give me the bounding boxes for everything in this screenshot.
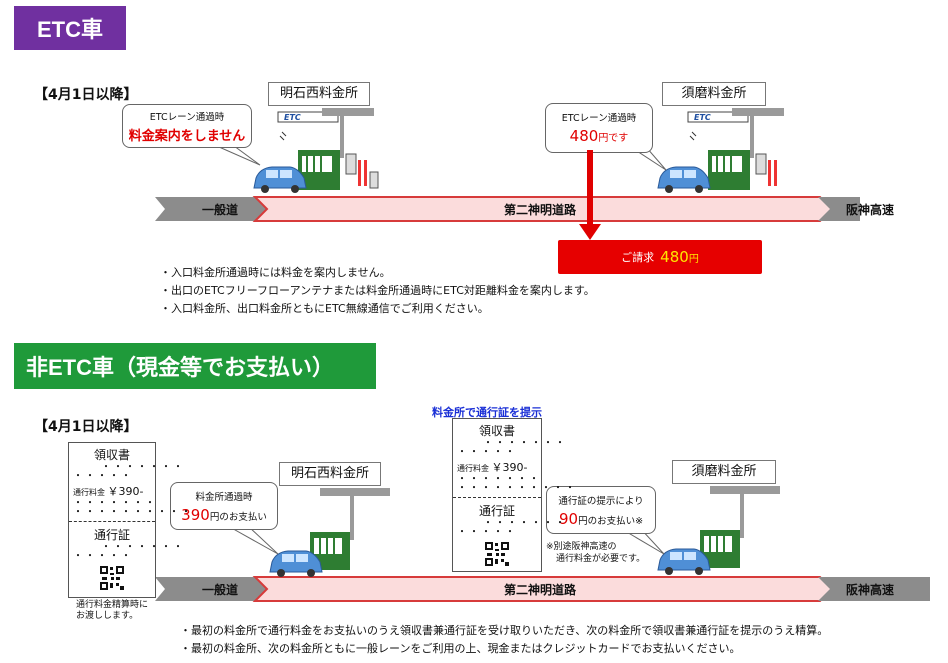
ticket-left-dots-4: ・・・・・・・・・・ xyxy=(73,507,193,518)
etc-plaza-left: 明石西料金所 xyxy=(268,82,370,106)
etc-bubble-right-line1: ETCレーン通過時 xyxy=(561,113,637,124)
etc-tollbooth-right-icon: ETC xyxy=(687,108,784,190)
non-etc-note-2: ・最初の料金所、次の料金所ともに一般レーンをご利用の上、現金またはクレジットカー… xyxy=(180,642,741,655)
ticket-left-fee: 通行料金 ￥390‐ xyxy=(69,483,155,499)
ticket-left-dots-5: ・・・・・・・ xyxy=(101,542,185,553)
etc-bubble-right-amount: 480 xyxy=(569,127,599,145)
ticket-center-dots-6: ・・・・・ xyxy=(457,527,517,538)
ticket-center-dots-5: ・・・・・・・ xyxy=(483,518,567,529)
ticket-center-dots-4: ・・・・・・・・・・ xyxy=(457,483,577,494)
ticket-center-fee: 通行料金 ￥390‐ xyxy=(453,459,541,475)
non-etc-bubble-left-suffix: 円のお支払い xyxy=(209,512,267,523)
billing-unit: 円 xyxy=(688,253,699,265)
etc-notes: ・入口料金所通過時には料金を案内しません。 ・出口のETCフリーフローアンテナま… xyxy=(160,264,595,318)
ticket-center-dots-3: ・・・・・・・ xyxy=(457,474,541,485)
etc-bubble-left-line1: ETCレーン通過時 xyxy=(149,112,225,123)
present-pass-label: 料金所で通行証を提示 xyxy=(432,406,542,419)
etc-road-middle-label: 第二神明道路 xyxy=(503,203,576,217)
non-etc-plaza-right: 須磨料金所 xyxy=(672,460,776,484)
non-etc-road-right-label: 阪神高速 xyxy=(845,583,894,597)
non-etc-note-1: ・最初の料金所で通行料金をお支払いのうえ領収書兼通行証を受け取りいただき、次の料… xyxy=(180,624,829,637)
ticket-left-receipt-title: 領収書 xyxy=(93,448,130,462)
non-etc-road-middle-label: 第二神明道路 xyxy=(503,583,576,597)
etc-section-header: ETC車 xyxy=(14,6,126,50)
ticket-left-fee-label: 通行料金 xyxy=(73,488,105,497)
ticket-center-fee-value: ￥390‐ xyxy=(491,461,528,474)
ticket-left-qr-icon xyxy=(99,565,125,591)
etc-sign-right: ETC xyxy=(694,113,711,122)
ticket-center-receipt-title: 領収書 xyxy=(478,424,515,438)
ticket-left-pass-title: 通行証 xyxy=(93,528,130,542)
etc-note-1: ・入口料金所通過時には料金を案内しません。 xyxy=(160,266,391,279)
non-etc-bubble-right: 通行証の提示により 90円のお支払い※ xyxy=(546,486,656,534)
non-etc-tollbooth-left-icon xyxy=(310,488,390,570)
non-etc-date-label: 【4月1日以降】 xyxy=(34,419,138,435)
ticket-left-dots-1: ・・・・・・・ xyxy=(101,462,185,473)
ticket-caption-line2: お渡しします。 xyxy=(76,611,139,621)
etc-bubble-right: ETCレーン通過時 480円です xyxy=(545,103,653,153)
non-etc-car-left-icon xyxy=(269,550,323,577)
etc-car-left-icon xyxy=(253,166,307,193)
etc-bubble-left: ETCレーン通過時 料金案内をしません xyxy=(122,104,252,148)
etc-car-right-icon xyxy=(657,166,711,193)
ticket-center: 領収書 ・・・・・・・ ・・・・・ 通行料金 ￥390‐ ・・・・・・・ ・・・… xyxy=(452,418,577,572)
ticket-left-dots-6: ・・・・・ xyxy=(73,551,133,562)
non-etc-bubble-right-line1: 通行証の提示により xyxy=(558,496,644,507)
non-etc-bubble-right-suffix: 円のお支払い※ xyxy=(578,516,644,527)
etc-road-left-label: 一般道 xyxy=(201,203,238,217)
billing-prefix: ご請求 xyxy=(621,251,655,264)
ticket-center-pass-title: 通行証 xyxy=(478,504,515,518)
non-etc-section-header: 非ETC車（現金等でお支払い） xyxy=(14,343,376,389)
etc-date-label: 【4月1日以降】 xyxy=(34,87,138,103)
etc-bubble-right-suffix: 円です xyxy=(598,133,629,144)
etc-sign-left: ETC xyxy=(284,113,301,122)
billing-amount: 480 xyxy=(660,248,689,266)
non-etc-notes: ・最初の料金所で通行料金をお支払いのうえ領収書兼通行証を受け取りいただき、次の料… xyxy=(180,622,828,658)
non-etc-plaza-left: 明石西料金所 xyxy=(279,462,381,486)
etc-note-3: ・入口料金所、出口料金所ともにETC無線通信でご利用ください。 xyxy=(160,302,489,315)
non-etc-footnote: ※別途阪神高速の 通行料金が必要です。 xyxy=(546,541,645,565)
ticket-caption-line1: 通行料金精算時に xyxy=(76,600,149,610)
billing-arrow-icon xyxy=(579,150,601,240)
ticket-left-fee-value: ￥390‐ xyxy=(107,485,144,498)
non-etc-footnote-line2: 通行料金が必要です。 xyxy=(556,554,646,564)
etc-road-right-label: 阪神高速 xyxy=(845,203,894,217)
etc-tollbooth-left-icon: ETC xyxy=(277,108,379,190)
ticket-center-qr-icon xyxy=(484,541,510,567)
non-etc-bubble-left: 料金所通過時 390円のお支払い xyxy=(170,482,278,530)
ticket-center-separator xyxy=(453,497,541,498)
ticket-left-separator xyxy=(69,521,155,522)
etc-bubble-left-line2: 料金案内をしません xyxy=(128,129,246,144)
non-etc-car-right-icon xyxy=(657,548,711,575)
ticket-center-dots-1: ・・・・・・・ xyxy=(483,438,567,449)
ticket-center-dots-2: ・・・・・ xyxy=(457,447,517,458)
non-etc-footnote-line1: ※別途阪神高速の xyxy=(546,542,617,552)
ticket-left: 領収書 ・・・・・・・ ・・・・・ 通行料金 ￥390‐ ・・・・・・・ ・・・… xyxy=(68,442,193,598)
non-etc-bubble-left-amount: 390 xyxy=(181,506,210,524)
etc-note-2: ・出口のETCフリーフローアンテナまたは料金所通過時にETC対距離料金を案内しま… xyxy=(160,284,595,297)
non-etc-bubble-right-amount: 90 xyxy=(558,510,579,528)
ticket-left-dots-2: ・・・・・ xyxy=(73,471,133,482)
non-etc-road-left-label: 一般道 xyxy=(201,583,238,597)
billing-box: ご請求 480 円 xyxy=(558,240,762,274)
ticket-caption: 通行料金精算時に お渡しします。 xyxy=(76,600,148,622)
ticket-center-fee-label: 通行料金 xyxy=(457,464,489,473)
non-etc-road xyxy=(155,576,930,602)
etc-plaza-right: 須磨料金所 xyxy=(662,82,766,106)
non-etc-bubble-left-line1: 料金所通過時 xyxy=(195,492,253,503)
ticket-left-dots-3: ・・・・・・・ xyxy=(73,498,157,509)
etc-road xyxy=(155,196,860,222)
